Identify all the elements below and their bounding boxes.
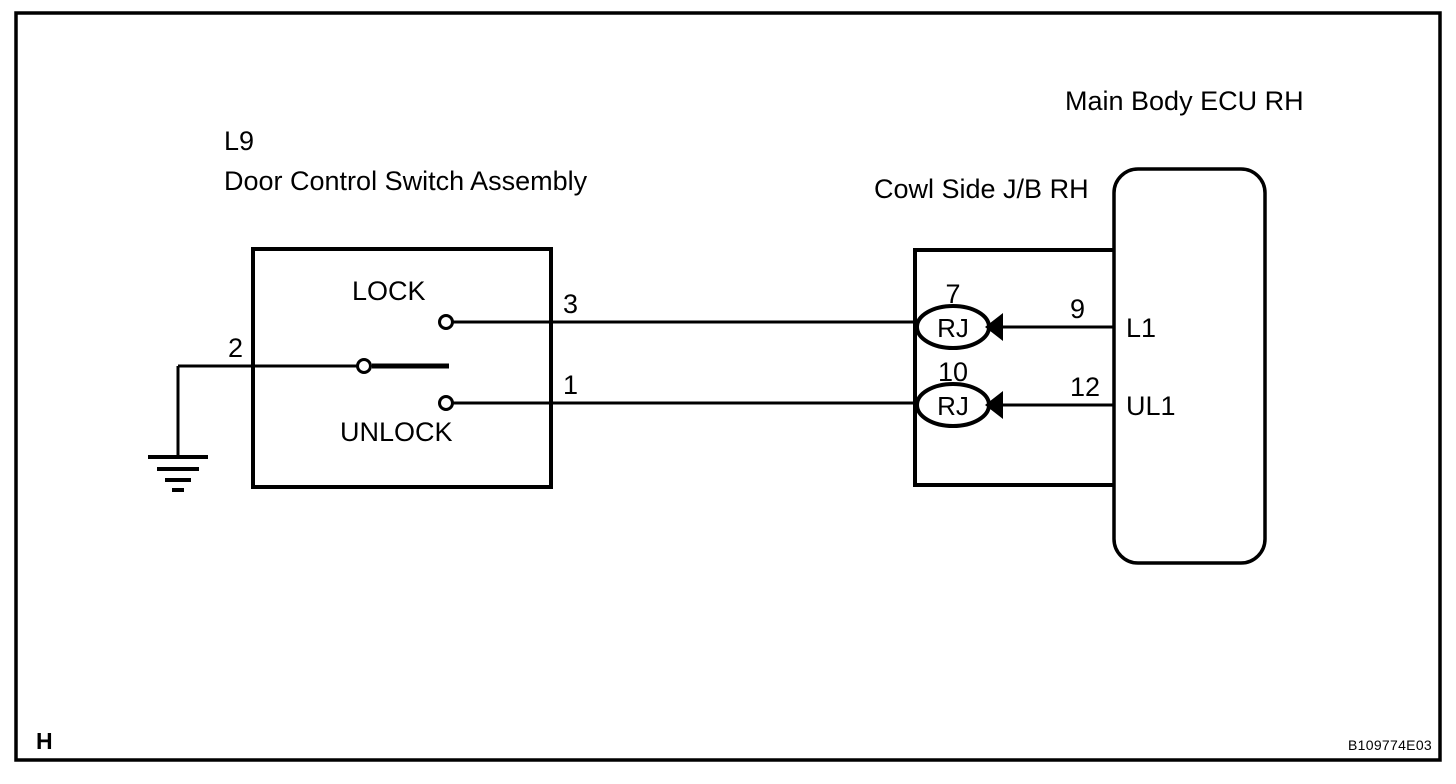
arrow-head-ul1-icon: [985, 391, 1003, 419]
pin-3-label: 3: [563, 289, 578, 319]
unlock-label: UNLOCK: [340, 417, 453, 447]
switch-pivot-node: [356, 358, 372, 374]
switch-name-label: Door Control Switch Assembly: [224, 166, 588, 196]
lock-label: LOCK: [352, 276, 426, 306]
pin-12-label: 12: [1070, 372, 1100, 402]
pin-9-label: 9: [1070, 294, 1085, 324]
door-control-switch-box: [251, 247, 553, 489]
ecu-title-label: Main Body ECU RH: [1065, 86, 1304, 116]
ground-symbol: [148, 455, 208, 492]
page-border: [14, 11, 1442, 762]
pin-1-label: 1: [563, 370, 578, 400]
pin-2-label: 2: [228, 333, 243, 363]
cowl-side-jb-box: [913, 248, 1114, 487]
pin-7-label: 7: [945, 279, 960, 309]
main-body-ecu-box: [1112, 167, 1267, 565]
arrow-head-l1-icon: [985, 313, 1003, 341]
switch-code-label: L9: [224, 126, 254, 156]
corner-marker-h: H: [36, 728, 53, 754]
terminal-l1-label: L1: [1126, 313, 1156, 343]
lock-contact-node: [438, 314, 454, 330]
rj-joint-top-label: RJ: [937, 313, 969, 343]
pin-10-label: 10: [938, 357, 968, 387]
rj-joint-bottom-label: RJ: [937, 391, 969, 421]
unlock-contact-node: [438, 395, 454, 411]
jb-title-label: Cowl Side J/B RH: [874, 174, 1089, 204]
figure-code-label: B109774E03: [1348, 737, 1432, 753]
terminal-ul1-label: UL1: [1126, 391, 1176, 421]
